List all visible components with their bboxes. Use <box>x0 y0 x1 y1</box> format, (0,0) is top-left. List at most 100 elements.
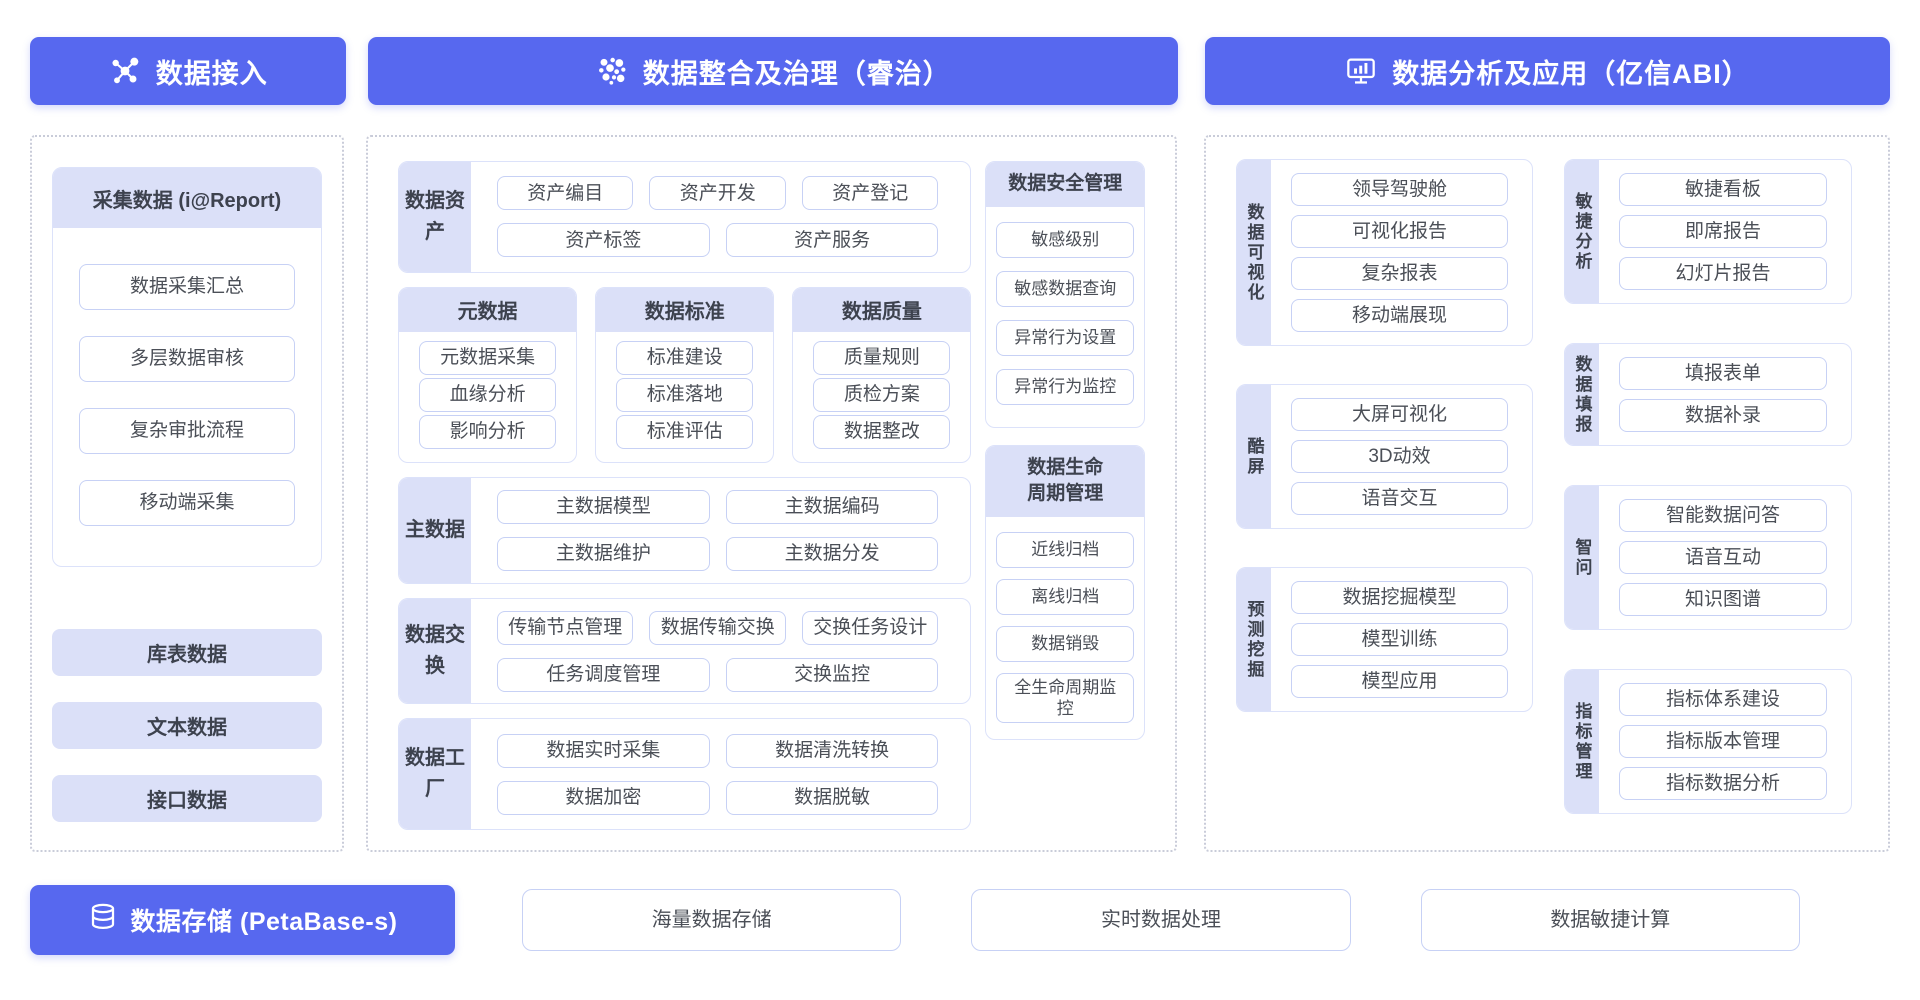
group-label: 指标管理 <box>1565 670 1599 813</box>
storage-capability-pill: 实时数据处理 <box>971 889 1351 951</box>
group-label: 数据交换 <box>399 599 471 704</box>
feature-pill: 指标体系建设 <box>1619 683 1827 716</box>
group-title-text: 数据生命周期管理 <box>1027 456 1104 505</box>
feature-pill: 异常行为设置 <box>996 319 1134 356</box>
group-data-exchange: 数据交换 传输节点管理数据传输交换交换任务设计 任务调度管理交换监控 <box>398 598 972 705</box>
banner-data-storage: 数据存储 (PetaBase-s) <box>30 885 455 955</box>
group-label: 数据填报 <box>1565 344 1599 445</box>
group-items: 敏捷看板即席报告幻灯片报告 <box>1599 160 1851 303</box>
feature-pill: 数据挖掘模型 <box>1291 581 1508 614</box>
feature-pill: 数据补录 <box>1619 399 1827 432</box>
feature-pill: 资产标签 <box>497 223 710 258</box>
feature-pill: 大屏可视化 <box>1291 398 1508 431</box>
feature-pill: 数据脱敏 <box>725 780 939 815</box>
feature-pill: 近线归档 <box>996 531 1134 568</box>
feature-pill: 幻灯片报告 <box>1619 257 1827 290</box>
feature-pill: 敏感级别 <box>996 221 1134 258</box>
feature-pill: 数据采集汇总 <box>79 264 295 310</box>
feature-pill: 标准评估 <box>616 414 754 449</box>
group-title: 数据标准 <box>596 287 774 332</box>
feature-pill: 模型训练 <box>1291 623 1508 656</box>
feature-pill: 移动端采集 <box>79 480 295 526</box>
feature-pill: 语音互动 <box>1619 541 1827 574</box>
section-data-governance: 数据资产 资产编目资产开发资产登记 资产标签资产服务 元数据 元数据采集血缘分析… <box>366 135 1177 852</box>
feature-pill: 数据传输交换 <box>649 610 786 645</box>
group-label: 敏捷分析 <box>1565 160 1599 303</box>
feature-pill: 主数据分发 <box>725 536 939 571</box>
governance-side: 数据安全管理 敏感级别敏感数据查询异常行为设置异常行为监控 数据生命周期管理 近… <box>985 161 1145 830</box>
group-title: 数据安全管理 <box>986 162 1144 207</box>
feature-pill: 资产开发 <box>649 176 786 211</box>
banner-data-analysis: 数据分析及应用（亿信ABI） <box>1205 37 1890 105</box>
data-source-list: 库表数据文本数据接口数据 <box>52 629 322 822</box>
group-title: 元数据 <box>399 287 577 332</box>
feature-pill: 资产服务 <box>725 223 939 258</box>
group-items: 传输节点管理数据传输交换交换任务设计 任务调度管理交换监控 <box>471 599 970 703</box>
feature-pill: 质检方案 <box>813 377 951 412</box>
group-items: 主数据模型主数据编码 主数据维护主数据分发 <box>471 478 970 584</box>
group-master-data: 主数据 主数据模型主数据编码 主数据维护主数据分发 <box>398 476 972 585</box>
group-items: 质量规则质检方案数据整改 <box>793 332 970 462</box>
group-items: 近线归档离线归档数据销毁全生命周期监控 <box>986 517 1144 740</box>
group-items: 指标体系建设指标版本管理指标数据分析 <box>1599 670 1851 813</box>
banner-label: 数据接入 <box>155 58 268 89</box>
banner-data-governance: 数据整合及治理（睿治） <box>368 37 1179 105</box>
data-source-pill: 库表数据 <box>52 629 322 676</box>
network-icon <box>109 55 141 87</box>
group-data-factory: 数据工厂 数据实时采集数据清洗转换 数据加密数据脱敏 <box>398 718 972 830</box>
group-label: 主数据 <box>399 477 471 584</box>
feature-pill: 标准落地 <box>616 377 754 412</box>
feature-pill: 多层数据审核 <box>79 336 295 382</box>
feature-pill: 异常行为监控 <box>996 368 1134 405</box>
dots-cluster-icon <box>596 55 628 87</box>
feature-pill: 主数据模型 <box>497 489 710 524</box>
storage-row: 数据存储 (PetaBase-s) 海量数据存储 实时数据处理 数据敏捷计算 <box>30 885 1890 955</box>
group-title: 数据质量 <box>793 287 971 332</box>
group-data-security: 数据安全管理 敏感级别敏感数据查询异常行为设置异常行为监控 <box>985 161 1145 428</box>
feature-pill: 复杂审批流程 <box>79 408 295 454</box>
feature-pill: 数据销毁 <box>996 625 1134 662</box>
group-items: 标准建设标准落地标准评估 <box>596 332 773 462</box>
monitor-chart-icon <box>1345 55 1377 87</box>
feature-pill: 元数据采集 <box>419 340 557 375</box>
group-title: 采集数据 (i@Report) <box>53 168 321 228</box>
group-items: 数据挖掘模型模型训练模型应用 <box>1271 568 1532 711</box>
feature-pill: 模型应用 <box>1291 665 1508 698</box>
group-label: 酷屏 <box>1237 385 1271 528</box>
banner-label: 数据存储 (PetaBase-s) <box>130 908 398 936</box>
group-label: 数据资产 <box>399 162 471 272</box>
feature-pill: 资产登记 <box>801 176 939 211</box>
feature-pill: 3D动效 <box>1291 440 1508 473</box>
group-metadata: 元数据 元数据采集血缘分析影响分析 <box>398 286 578 463</box>
feature-pill: 敏捷看板 <box>1619 173 1827 206</box>
storage-capability-pill: 数据敏捷计算 <box>1420 889 1800 951</box>
feature-pill: 离线归档 <box>996 578 1134 615</box>
feature-pill: 任务调度管理 <box>497 657 710 692</box>
feature-pill: 影响分析 <box>419 414 557 449</box>
feature-pill: 智能数据问答 <box>1619 499 1827 532</box>
group-label: 数据可视化 <box>1237 160 1271 345</box>
feature-pill: 数据加密 <box>497 780 710 815</box>
banner-data-access: 数据接入 <box>30 37 347 105</box>
item-row: 主数据维护主数据分发 <box>497 536 939 571</box>
feature-pill: 复杂报表 <box>1291 257 1508 290</box>
group-items: 填报表单数据补录 <box>1599 344 1851 445</box>
data-source-pill: 接口数据 <box>52 775 322 822</box>
feature-pill: 数据整改 <box>813 414 951 449</box>
group-data-filling: 数据填报 填报表单数据补录 <box>1564 343 1852 446</box>
storage-capability-list: 海量数据存储 实时数据处理 数据敏捷计算 <box>522 889 1800 951</box>
group-items: 数据采集汇总多层数据审核复杂审批流程移动端采集 <box>53 228 321 566</box>
group-data-quality: 数据质量 质量规则质检方案数据整改 <box>792 286 972 463</box>
feature-pill: 指标数据分析 <box>1619 767 1827 800</box>
storage-capability-pill: 海量数据存储 <box>522 889 902 951</box>
feature-pill: 数据实时采集 <box>497 733 710 768</box>
data-source-pill: 文本数据 <box>52 702 322 749</box>
item-row: 主数据模型主数据编码 <box>497 489 939 524</box>
group-data-asset: 数据资产 资产编目资产开发资产登记 资产标签资产服务 <box>398 161 972 273</box>
group-items: 资产编目资产开发资产登记 资产标签资产服务 <box>471 162 970 272</box>
feature-pill: 主数据编码 <box>725 489 939 524</box>
group-items: 敏感级别敏感数据查询异常行为设置异常行为监控 <box>986 207 1144 427</box>
